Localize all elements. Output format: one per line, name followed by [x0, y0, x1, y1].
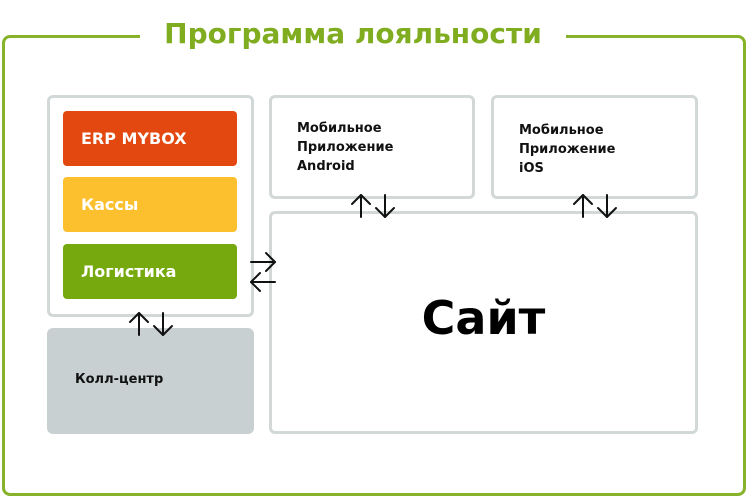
android-exchange-arrows-icon [351, 194, 395, 218]
call-center-label: Колл-центр [75, 372, 164, 387]
logistika-block: Логистика [63, 244, 237, 299]
call-center-exchange-arrows-icon [129, 312, 173, 336]
android-app-panel [269, 95, 475, 199]
call-center-panel [47, 328, 254, 434]
diagram-title: Программа лояльности [140, 14, 566, 54]
erp-mybox-block: ERP MYBOX [63, 111, 237, 166]
site-panel [269, 211, 698, 434]
ios-exchange-arrows-icon [573, 194, 617, 218]
ios-app-label: Мобильное Приложение iOS [519, 123, 616, 176]
ios-app-panel [491, 95, 698, 199]
kassy-block: Кассы [63, 177, 237, 232]
android-app-label: Мобильное Приложение Android [297, 121, 394, 174]
site-label: Сайт [421, 291, 546, 345]
site-exchange-arrows-icon [250, 252, 276, 292]
